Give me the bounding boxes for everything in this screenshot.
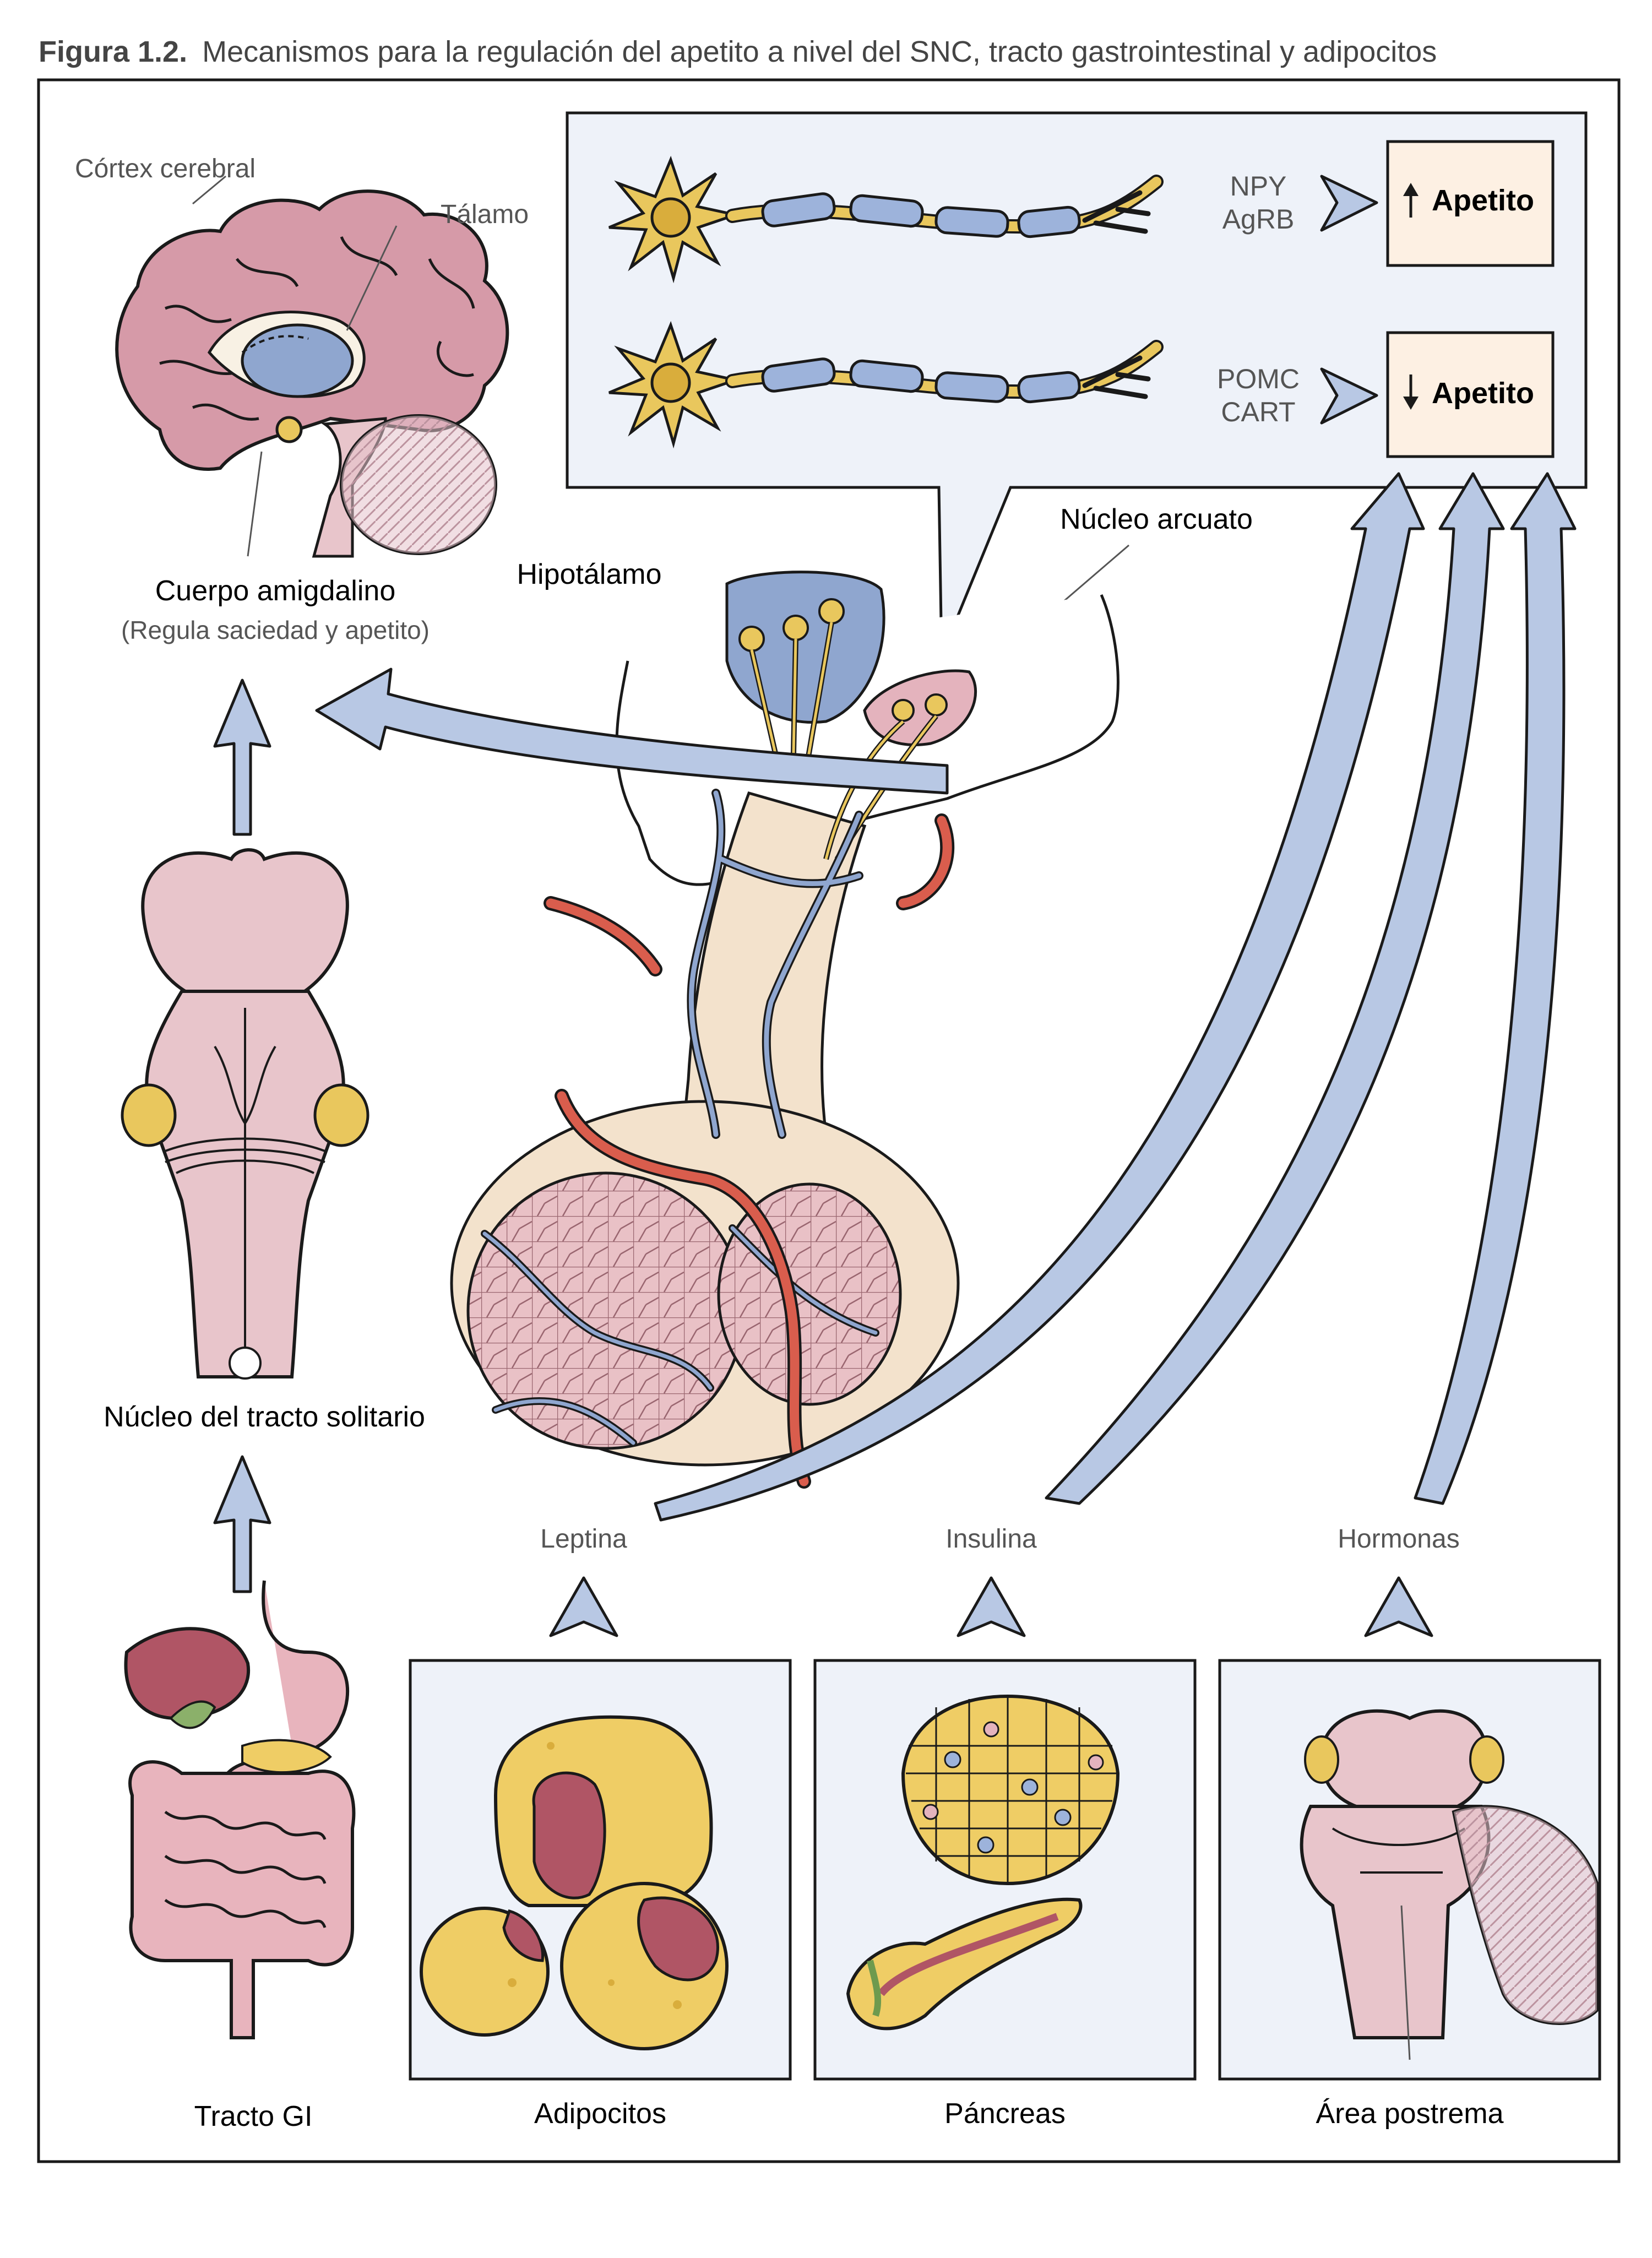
lower-chevron-arrow <box>1320 367 1378 425</box>
pancreas-label: Páncreas <box>944 2098 1066 2130</box>
hypothalamus-pituitary-illustration <box>450 571 1120 1489</box>
cortex-label: Córtex cerebral <box>75 154 256 183</box>
appetite-increase-label: Apetito <box>1432 184 1534 217</box>
pancreas-up-chevron <box>957 1576 1026 1637</box>
insulin-label: Insulina <box>945 1524 1037 1554</box>
agrb-label: AgRB <box>1222 204 1295 235</box>
pancreas-panel <box>813 1659 1197 2081</box>
npy-agrp-neuron <box>608 155 1164 284</box>
gi-label: Tracto GI <box>194 2100 313 2132</box>
area-postrema-panel <box>1218 1659 1601 2081</box>
down-arrow-icon-head <box>1403 397 1419 410</box>
hypothalamus-label: Hipotálamo <box>517 558 661 590</box>
pancreas-small-shape <box>241 1739 332 1774</box>
nts-to-amygdala-arrow <box>213 679 271 836</box>
figure-number: Figura 1.2. <box>39 35 187 68</box>
appetite-increase-box: Apetito <box>1386 140 1555 267</box>
hormones-signal-arrow <box>1414 472 1577 1505</box>
arcuate-neuron-panel: NPY AgRB POMC CART Apetito Apetito <box>566 111 1588 656</box>
area-postrema-label: Área postrema <box>1316 2098 1503 2130</box>
adipocytes-up-chevron <box>549 1576 618 1637</box>
arcuate-label: Núcleo arcuato <box>1060 503 1253 535</box>
appetite-decrease-label: Apetito <box>1432 377 1534 410</box>
up-arrow-icon-head <box>1403 183 1419 196</box>
gi-to-nts-arrow <box>213 1455 271 1593</box>
amygdala-note: (Regula saciedad y apetito) <box>121 616 430 644</box>
hormones-label: Hormonas <box>1338 1524 1459 1554</box>
figure-caption-text: Mecanismos para la regulación del apetit… <box>202 35 1437 68</box>
amygdala-shape <box>275 416 303 443</box>
hypothalamus-to-amygdala-arrow <box>315 667 949 795</box>
cart-label: CART <box>1221 397 1295 427</box>
liver-shape <box>124 1627 251 1720</box>
pomc-label: POMC <box>1217 363 1300 394</box>
leptin-label: Leptina <box>540 1524 627 1554</box>
area-postrema-up-chevron <box>1364 1576 1433 1637</box>
amygdala-label: Cuerpo amigdalino <box>155 575 396 607</box>
gi-tract-illustration <box>124 1580 356 2039</box>
insulin-signal-arrow <box>1045 472 1505 1505</box>
thalamus-label: Tálamo <box>441 200 529 229</box>
pomc-cart-neuron <box>608 321 1164 449</box>
brain-illustration <box>115 175 509 558</box>
nts-label: Núcleo del tracto solitario <box>104 1401 425 1433</box>
thalamus-shape <box>241 323 354 398</box>
intestine-shape <box>128 1760 356 2039</box>
leptin-signal-arrow <box>654 472 1425 1522</box>
arcuate-nucleus-shape <box>863 669 977 746</box>
figure-caption: Figura 1.2. Mecanismos para la regulació… <box>39 35 1437 68</box>
adipocytes-panel <box>409 1659 792 2081</box>
npy-label: NPY <box>1230 171 1287 202</box>
upper-chevron-arrow <box>1320 175 1378 232</box>
appetite-decrease-box: Apetito <box>1386 331 1555 458</box>
gallbladder-shape <box>169 1700 216 1729</box>
adipocytes-label: Adipocitos <box>534 2098 666 2130</box>
brainstem-illustration <box>121 848 369 1380</box>
